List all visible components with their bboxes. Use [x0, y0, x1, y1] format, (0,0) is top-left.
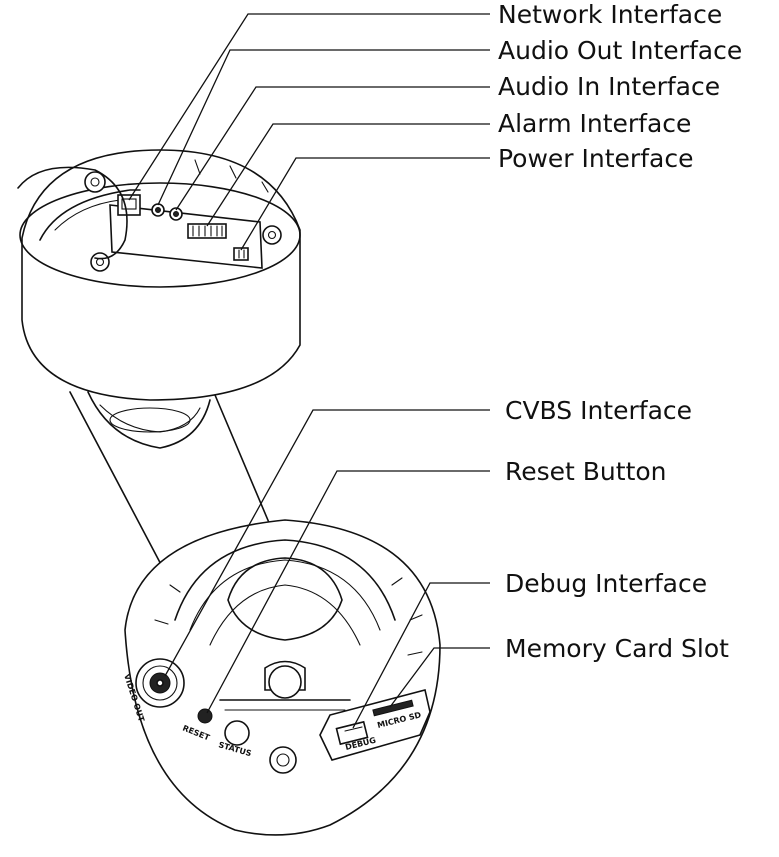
leader-alarm [206, 123, 490, 227]
connector-line-left [69, 391, 166, 573]
label-audio-in-interface: Audio In Interface [498, 72, 721, 101]
label-cvbs-interface: CVBS Interface [505, 396, 693, 425]
reset-button [197, 708, 213, 724]
leader-memory [389, 647, 490, 708]
label-reset-button: Reset Button [505, 457, 667, 486]
leader-audio-in [175, 86, 490, 211]
label-memory-card-slot: Memory Card Slot [505, 634, 729, 663]
status-indicator [224, 720, 250, 746]
label-power-interface: Power Interface [498, 144, 694, 173]
label-debug-interface: Debug Interface [505, 569, 708, 598]
label-audio-out-interface: Audio Out Interface [498, 36, 743, 65]
alarm-port [187, 223, 227, 239]
leader-lines [128, 13, 490, 729]
camera-bottom-dome: VIDEO OUT RESET STATUS DEBUG MICRO SD [122, 519, 441, 836]
leader-reset [206, 470, 490, 714]
network-port [117, 194, 141, 216]
camera-top-body [17, 149, 301, 449]
memory-card-slot [372, 699, 414, 717]
leader-network [128, 13, 490, 201]
connector-line-right [214, 394, 271, 526]
leader-power [240, 157, 490, 251]
label-network-interface: Network Interface [498, 0, 723, 29]
label-alarm-interface: Alarm Interface [498, 109, 692, 138]
leader-debug [352, 582, 490, 729]
leader-cvbs [164, 409, 490, 677]
leader-audio-out [157, 49, 490, 206]
